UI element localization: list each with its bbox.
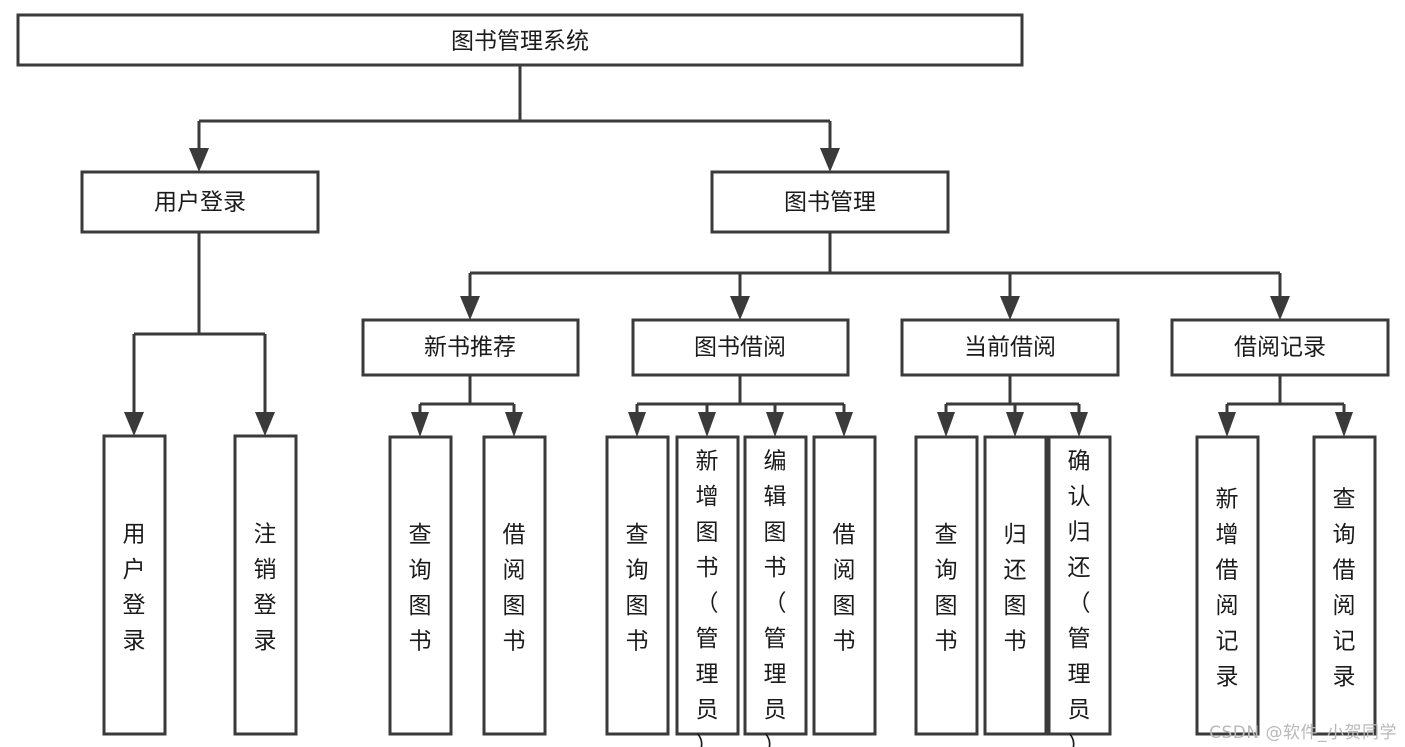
node-root-box[interactable] <box>16 13 1024 67</box>
node-leaf-query-book-3[interactable]: 查询图书 <box>914 435 979 736</box>
arrow-head-icon <box>1218 412 1236 437</box>
csdn-watermark: CSDN @软件_小贺同学 <box>1209 723 1397 743</box>
node-leaf-borrow-book-2[interactable]: 借阅图书 <box>812 435 877 736</box>
node-leaf-add-borrow-record-label: 新增借阅记录 <box>1216 487 1239 691</box>
node-leaf-add-book-admin[interactable]: 新增图书（管理员） <box>675 435 740 747</box>
node-leaf-borrow-book-1[interactable]: 借阅图书 <box>482 435 547 736</box>
node-leaf-query-book-1-label: 查询图书 <box>409 522 432 655</box>
arrow-head-icon <box>698 412 716 437</box>
node-new-book-recommend[interactable]: 新书推荐 <box>361 318 580 377</box>
arrow-head-icon <box>937 412 955 437</box>
arrow-head-layer <box>124 148 1353 437</box>
node-leaf-query-book-3-label: 查询图书 <box>935 522 958 655</box>
arrow-head-icon <box>124 412 144 436</box>
arrow-head-icon <box>189 148 209 172</box>
node-root-label: 图书管理系统 <box>451 29 589 55</box>
arrow-head-icon <box>505 412 523 437</box>
node-leaf-query-borrow-record-box[interactable] <box>1312 435 1377 736</box>
node-leaf-borrow-book-2-box[interactable] <box>812 435 877 736</box>
node-leaf-add-book-admin-label: 新增图书（管理员） <box>696 449 719 747</box>
node-user-login-label: 用户登录 <box>154 190 246 216</box>
node-leaf-query-book-3-box[interactable] <box>914 435 979 736</box>
node-book-management-label: 图书管理 <box>784 190 876 216</box>
arrow-head-icon <box>835 412 853 437</box>
node-leaf-query-book-1[interactable]: 查询图书 <box>388 435 453 736</box>
arrow-head-icon <box>460 296 480 320</box>
node-leaf-edit-book-admin-box[interactable] <box>743 435 808 736</box>
arrow-head-icon <box>766 412 784 437</box>
node-leaf-return-book-box[interactable] <box>983 435 1048 736</box>
node-current-borrow-box[interactable] <box>900 318 1120 377</box>
node-leaf-logout-login-box[interactable] <box>233 434 298 736</box>
node-leaf-borrow-book-1-box[interactable] <box>482 435 547 736</box>
node-book-borrow-box[interactable] <box>631 318 850 377</box>
node-leaf-logout-login[interactable]: 注销登录 <box>233 434 298 736</box>
node-leaf-return-book[interactable]: 归还图书 <box>983 435 1048 736</box>
node-leaf-user-login[interactable]: 用户登录 <box>102 434 167 736</box>
node-book-borrow[interactable]: 图书借阅 <box>631 318 850 377</box>
node-leaf-add-book-admin-box[interactable] <box>675 435 740 736</box>
arrow-head-icon <box>411 412 429 437</box>
node-book-management[interactable]: 图书管理 <box>710 170 950 234</box>
arrow-head-icon <box>1000 296 1020 320</box>
node-book-management-box[interactable] <box>710 170 950 234</box>
node-new-book-recommend-box[interactable] <box>361 318 580 377</box>
node-leaf-query-book-2-label: 查询图书 <box>626 522 649 655</box>
node-book-borrow-label: 图书借阅 <box>694 335 786 361</box>
arrow-head-icon <box>1335 412 1353 437</box>
arrow-head-icon <box>255 412 275 436</box>
arrow-head-icon <box>730 296 750 320</box>
node-new-book-recommend-label: 新书推荐 <box>424 335 516 361</box>
node-leaf-borrow-book-2-label: 借阅图书 <box>833 522 856 655</box>
arrow-head-icon <box>1070 412 1088 437</box>
arrow-head-icon <box>1006 412 1024 437</box>
node-user-login[interactable]: 用户登录 <box>80 170 320 234</box>
node-root[interactable]: 图书管理系统 <box>16 13 1024 67</box>
node-leaf-logout-login-label: 注销登录 <box>254 522 277 655</box>
node-leaf-edit-book-admin-label: 编辑图书（管理员） <box>764 449 787 747</box>
node-leaf-query-book-2[interactable]: 查询图书 <box>605 435 670 736</box>
node-leaf-user-login-box[interactable] <box>102 434 167 736</box>
node-leaf-borrow-book-1-label: 借阅图书 <box>503 522 526 655</box>
node-leaf-query-book-1-box[interactable] <box>388 435 453 736</box>
arrow-head-icon <box>820 148 840 172</box>
node-leaf-query-borrow-record-label: 查询借阅记录 <box>1333 487 1356 691</box>
node-leaf-query-book-2-box[interactable] <box>605 435 670 736</box>
node-leaf-user-login-label: 用户登录 <box>123 522 146 655</box>
arrow-head-icon <box>1270 296 1290 320</box>
arrow-head-icon <box>628 412 646 437</box>
node-leaf-query-borrow-record[interactable]: 查询借阅记录 <box>1312 435 1377 736</box>
node-leaf-confirm-return-admin-box[interactable] <box>1047 435 1112 736</box>
node-borrow-record[interactable]: 借阅记录 <box>1170 318 1390 377</box>
node-borrow-record-label: 借阅记录 <box>1234 335 1326 361</box>
node-leaf-return-book-label: 归还图书 <box>1004 522 1027 655</box>
node-current-borrow-label: 当前借阅 <box>964 335 1056 361</box>
node-leaf-confirm-return-admin-label: 确认归还（管理员） <box>1068 449 1091 747</box>
node-borrow-record-box[interactable] <box>1170 318 1390 377</box>
node-leaf-add-borrow-record-box[interactable] <box>1195 435 1260 736</box>
node-leaf-add-borrow-record[interactable]: 新增借阅记录 <box>1195 435 1260 736</box>
node-leaf-confirm-return-admin[interactable]: 确认归还（管理员） <box>1047 435 1112 747</box>
node-current-borrow[interactable]: 当前借阅 <box>900 318 1120 377</box>
node-user-login-box[interactable] <box>80 170 320 234</box>
node-leaf-edit-book-admin[interactable]: 编辑图书（管理员） <box>743 435 808 747</box>
